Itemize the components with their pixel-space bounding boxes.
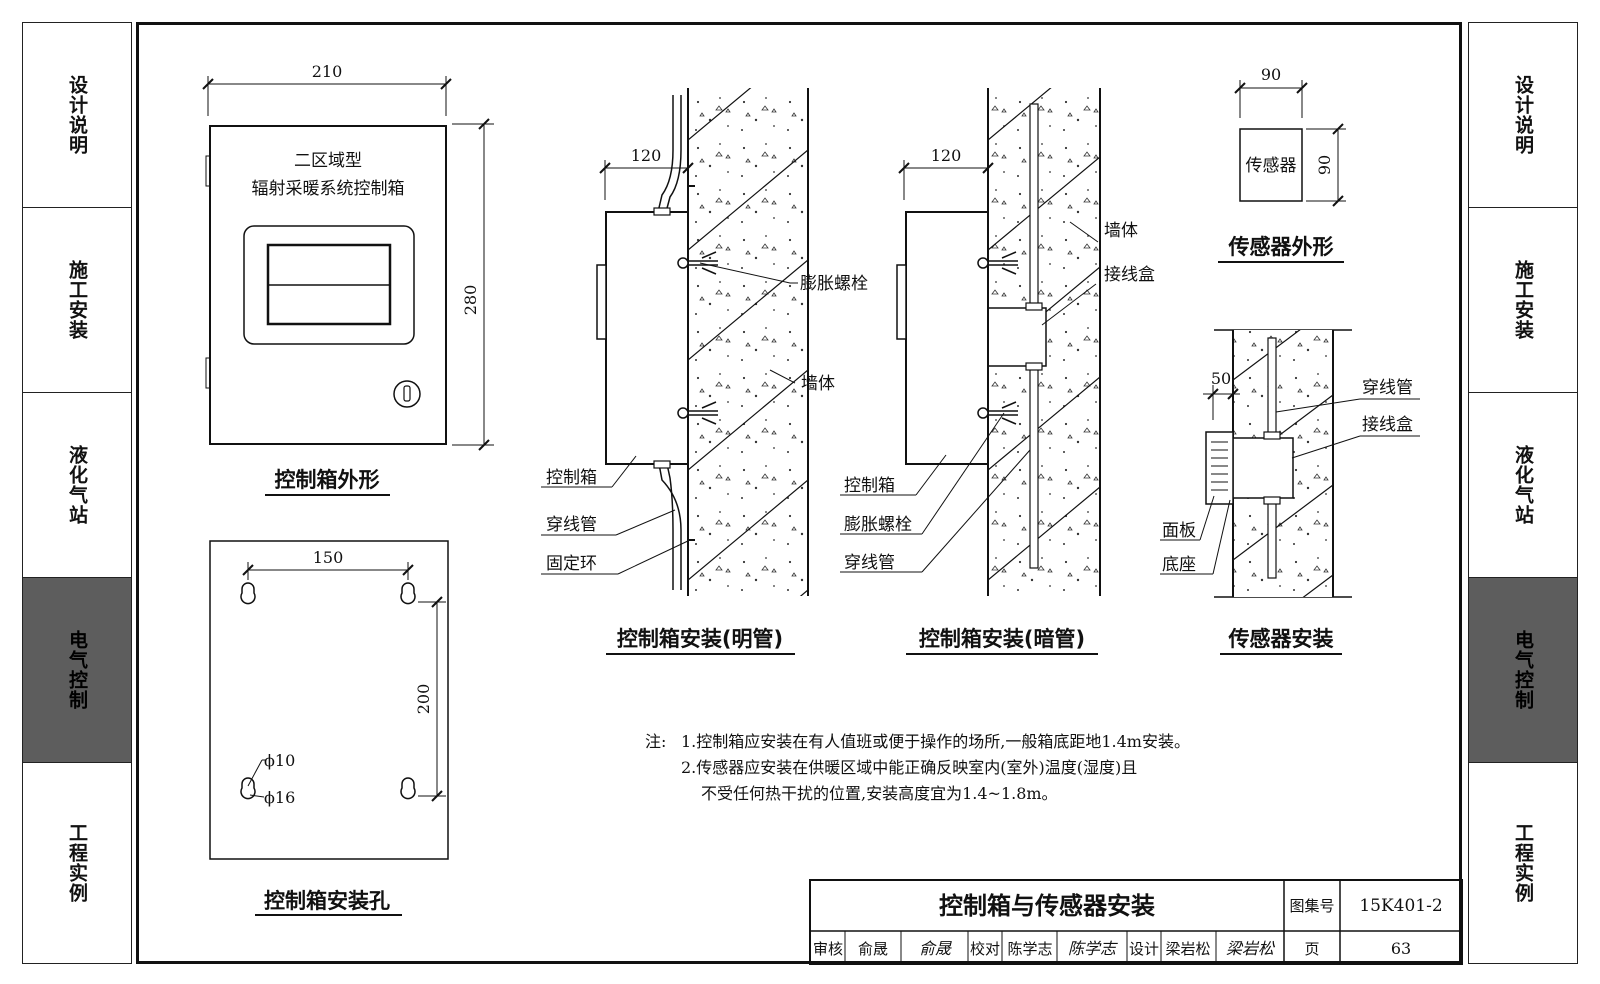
sensor-outline-caption: 传感器外形	[1228, 235, 1334, 259]
sensor-install-view: 50 穿线管 接线盒 面板 底座 传感器安装	[1160, 329, 1420, 655]
page-number: 63	[1391, 939, 1411, 958]
note-3: 不受任何热干扰的位置,安装高度宜为1.4~1.8m。	[701, 784, 1058, 803]
designer: 梁岩松	[1165, 940, 1210, 958]
conduit-top	[657, 95, 674, 213]
concealed-offset-dim: 120	[931, 146, 962, 165]
surface-ring-label: 固定环	[546, 554, 597, 574]
display-bezel	[243, 225, 415, 345]
concealed-install-view: 120 墙体 接线盒 控制箱 膨胀螺栓 穿线管 控制箱安装(暗管)	[840, 88, 1155, 655]
side-tab-label: 液化气站	[66, 445, 88, 525]
box-outline-view: 210 280 二区域型 辐射采暖系统控制箱 控制箱外形	[202, 62, 494, 496]
side-tab-label: 电气控制	[1512, 630, 1534, 710]
side-tab-label: 设计说明	[66, 75, 88, 155]
sensor-label: 传感器	[1246, 156, 1297, 176]
note-1: 1.控制箱应安装在有人值班或便于操作的场所,一般箱底距地1.4m安装。	[681, 732, 1190, 751]
sensor-body	[1239, 128, 1303, 202]
lock-icon	[393, 380, 421, 408]
sensor-width-dim: 90	[1261, 65, 1281, 84]
side-tab-label: 液化气站	[1512, 445, 1534, 525]
sensor-height-dim: 90	[1315, 155, 1334, 175]
checker: 陈学志	[1007, 940, 1052, 958]
junction-box	[987, 307, 1047, 367]
hinge-bottom	[205, 357, 211, 389]
side-tab-label: 电气控制	[66, 630, 88, 710]
wall-section	[688, 88, 808, 596]
sensor-base-label: 底座	[1162, 555, 1196, 575]
hinge-top	[205, 155, 211, 187]
reviewer: 俞晟	[858, 940, 888, 958]
holes-width-dim: 150	[313, 548, 344, 567]
concealed-conduit-label: 穿线管	[844, 553, 895, 573]
review-label: 审核	[813, 940, 843, 958]
control-box-side	[905, 211, 989, 465]
design-label: 设计	[1129, 940, 1159, 958]
surface-box-label: 控制箱	[546, 468, 597, 488]
sensor-outline-view: 90 90 传感器 传感器外形	[1218, 65, 1346, 263]
checker-signature: 陈学志	[1068, 939, 1118, 958]
hole-small-dim: ϕ10	[264, 751, 295, 770]
mounting-holes-view: 150 200 ϕ10 ϕ16 控制箱安装孔	[209, 540, 449, 916]
side-tab-label: 工程实例	[66, 823, 88, 903]
drawing-title: 控制箱与传感器安装	[939, 892, 1155, 920]
drawing-frame	[136, 22, 1462, 964]
concealed-box-label: 控制箱	[844, 476, 895, 496]
keyhole-top-right	[400, 582, 416, 605]
surface-conduit-label: 穿线管	[546, 515, 597, 535]
side-tab-label: 施工安装	[1512, 260, 1534, 340]
keyhole-top-left	[240, 582, 256, 605]
check-label: 校对	[970, 940, 1000, 958]
reviewer-signature: 俞晟	[919, 939, 952, 958]
notes: 注: 1.控制箱应安装在有人值班或便于操作的场所,一般箱底距地1.4m安装。 2…	[645, 732, 1190, 803]
box-height-dim: 280	[461, 285, 480, 316]
holes-height-dim: 200	[414, 684, 433, 715]
hole-large-dim: ϕ16	[264, 788, 295, 807]
surface-install-view: 120 膨胀螺栓 墙体 控制箱 穿线管 固定环 控制箱安装(明管)	[541, 88, 868, 655]
surface-bolt-label: 膨胀螺栓	[800, 274, 868, 294]
box-title-line1: 二区域型	[294, 151, 362, 171]
control-box-body	[209, 125, 447, 445]
mounting-plate	[209, 540, 449, 860]
side-tab-project-examples[interactable]: 工程实例	[22, 762, 132, 964]
sensor-offset-dim: 50	[1211, 369, 1231, 388]
surface-offset-dim: 120	[631, 146, 662, 165]
title-block: 控制箱与传感器安装 图集号 15K401-2 审核 俞晟 俞晟 校对 陈学志 陈…	[809, 879, 1463, 965]
side-tab-label: 施工安装	[66, 260, 88, 340]
keyhole-bottom-right	[400, 777, 416, 800]
control-box-side	[605, 211, 689, 465]
designer-signature: 梁岩松	[1226, 939, 1276, 958]
concealed-wall-label: 墙体	[1104, 221, 1138, 241]
concealed-junction-label: 接线盒	[1104, 265, 1155, 285]
surface-install-caption: 控制箱安装(明管)	[617, 627, 783, 651]
side-tab-label: 工程实例	[1512, 823, 1534, 903]
atlas-number: 15K401-2	[1359, 896, 1442, 916]
concealed-bolt-label: 膨胀螺栓	[844, 515, 912, 535]
side-tab-electrical-control[interactable]: 电气控制	[22, 577, 132, 763]
side-tab-project-examples-right[interactable]: 工程实例	[1468, 762, 1578, 964]
surface-wall-label: 墙体	[801, 374, 835, 394]
mounting-holes-caption: 控制箱安装孔	[264, 889, 390, 913]
sensor-panel-label: 面板	[1162, 521, 1196, 541]
note-2: 2.传感器应安装在供暖区域中能正确反映室内(室外)温度(湿度)且	[681, 758, 1137, 777]
keyhole-bottom-left	[240, 777, 256, 800]
conduit-bottom	[658, 463, 682, 590]
box-width-dim: 210	[312, 62, 343, 81]
sensor-junction-label: 接线盒	[1362, 415, 1413, 435]
page-label: 页	[1304, 940, 1319, 958]
sensor-panel	[1205, 431, 1234, 505]
concealed-install-caption: 控制箱安装(暗管)	[919, 627, 1085, 651]
sensor-junction-box	[1232, 437, 1294, 499]
box-title-line2: 辐射采暖系统控制箱	[252, 179, 405, 199]
sensor-install-caption: 传感器安装	[1228, 627, 1334, 651]
side-tab-electrical-control-right[interactable]: 电气控制	[1468, 577, 1578, 763]
notes-prefix: 注:	[645, 732, 666, 751]
side-tab-label: 设计说明	[1512, 75, 1534, 155]
atlas-label: 图集号	[1289, 897, 1334, 915]
box-outline-caption: 控制箱外形	[275, 468, 380, 492]
sensor-conduit-label: 穿线管	[1362, 378, 1413, 398]
